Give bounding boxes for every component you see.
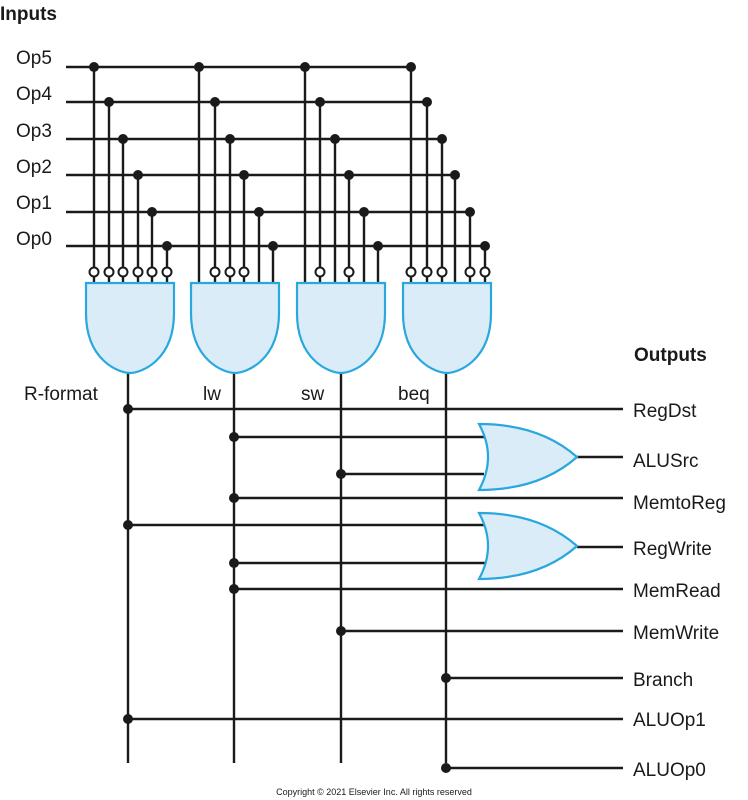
input-label-op5: Op5 <box>16 48 52 69</box>
output-label-aluop1: ALUOp1 <box>633 710 706 731</box>
junction-dot <box>229 493 239 503</box>
input-label-op0: Op0 <box>16 229 52 250</box>
junction-dot <box>123 714 133 724</box>
input-junction-dot <box>422 97 432 107</box>
gate-label-beq: beq <box>398 384 430 405</box>
input-junction-dot <box>147 207 157 217</box>
input-label-op4: Op4 <box>16 84 52 105</box>
input-junction-dot <box>344 170 354 180</box>
gate-label-sw: sw <box>301 384 325 405</box>
output-label-regdst: RegDst <box>633 401 697 422</box>
junction-dot <box>229 432 239 442</box>
input-junction-dot <box>239 170 249 180</box>
output-label-regwrite: RegWrite <box>633 539 712 560</box>
output-label-branch: Branch <box>633 670 693 691</box>
input-junction-dot <box>406 62 416 72</box>
input-label-op3: Op3 <box>16 121 52 142</box>
input-junction-dot <box>268 241 278 251</box>
inverter-bubble <box>209 266 221 278</box>
input-junction-dot <box>210 97 220 107</box>
inverter-bubble <box>405 266 417 278</box>
junction-dot <box>441 673 451 683</box>
input-junction-dot <box>118 134 128 144</box>
and-gate-r-format <box>84 281 176 375</box>
input-label-op1: Op1 <box>16 193 52 214</box>
output-label-memtoreg: MemtoReg <box>633 493 726 514</box>
input-junction-dot <box>254 207 264 217</box>
inverter-bubble <box>479 266 491 278</box>
or-gate-regwrite <box>477 511 579 581</box>
outputs-header: Outputs <box>634 345 707 366</box>
input-junction-dot <box>194 62 204 72</box>
input-junction-dot <box>480 241 490 251</box>
inputs-header: Inputs <box>0 4 57 25</box>
output-label-aluop0: ALUOp0 <box>633 760 706 781</box>
labels: Inputs Outputs Op5 Op4 Op3 Op2 Op1 Op0 R… <box>0 4 726 797</box>
junction-dot <box>229 584 239 594</box>
output-label-alusrc: ALUSrc <box>633 451 698 472</box>
and-gate-sw <box>295 281 387 375</box>
inverter-bubble <box>436 266 448 278</box>
input-junction-dot <box>133 170 143 180</box>
inverter-bubble <box>146 266 158 278</box>
and-gate-beq <box>401 281 493 375</box>
input-junction-dot <box>300 62 310 72</box>
inverter-bubble <box>421 266 433 278</box>
input-label-op2: Op2 <box>16 157 52 178</box>
inverter-bubble <box>224 266 236 278</box>
inverter-bubble <box>343 266 355 278</box>
junction-dot <box>336 626 346 636</box>
input-junction-dot <box>373 241 383 251</box>
junction-dot <box>336 469 346 479</box>
input-junction-dot <box>315 97 325 107</box>
logic-gates <box>84 281 579 581</box>
inverter-bubble <box>238 266 250 278</box>
junction-dot <box>229 558 239 568</box>
inverter-bubble <box>314 266 326 278</box>
input-junction-dot <box>162 241 172 251</box>
inverter-bubble <box>464 266 476 278</box>
input-junction-dot <box>225 134 235 144</box>
inverter-bubble <box>88 266 100 278</box>
junction-dot <box>441 763 451 773</box>
input-junction-dot <box>450 170 460 180</box>
inverter-bubble <box>132 266 144 278</box>
input-junction-dot <box>89 62 99 72</box>
output-label-memread: MemRead <box>633 581 721 602</box>
inverter-bubble <box>117 266 129 278</box>
junction-dot <box>123 520 133 530</box>
input-junction-dot <box>330 134 340 144</box>
or-gate-alusrc <box>477 422 579 492</box>
input-junction-dot <box>104 97 114 107</box>
wires <box>66 62 623 773</box>
gate-label-r-format: R-format <box>24 384 99 405</box>
input-junction-dot <box>465 207 475 217</box>
copyright-notice: Copyright © 2021 Elsevier Inc. All right… <box>276 787 472 797</box>
inverter-bubble <box>161 266 173 278</box>
junction-dot <box>123 404 133 414</box>
gate-label-lw: lw <box>203 384 221 405</box>
and-gate-lw <box>189 281 281 375</box>
output-label-memwrite: MemWrite <box>633 623 719 644</box>
input-junction-dot <box>359 207 369 217</box>
input-junction-dot <box>437 134 447 144</box>
inverter-bubble <box>103 266 115 278</box>
